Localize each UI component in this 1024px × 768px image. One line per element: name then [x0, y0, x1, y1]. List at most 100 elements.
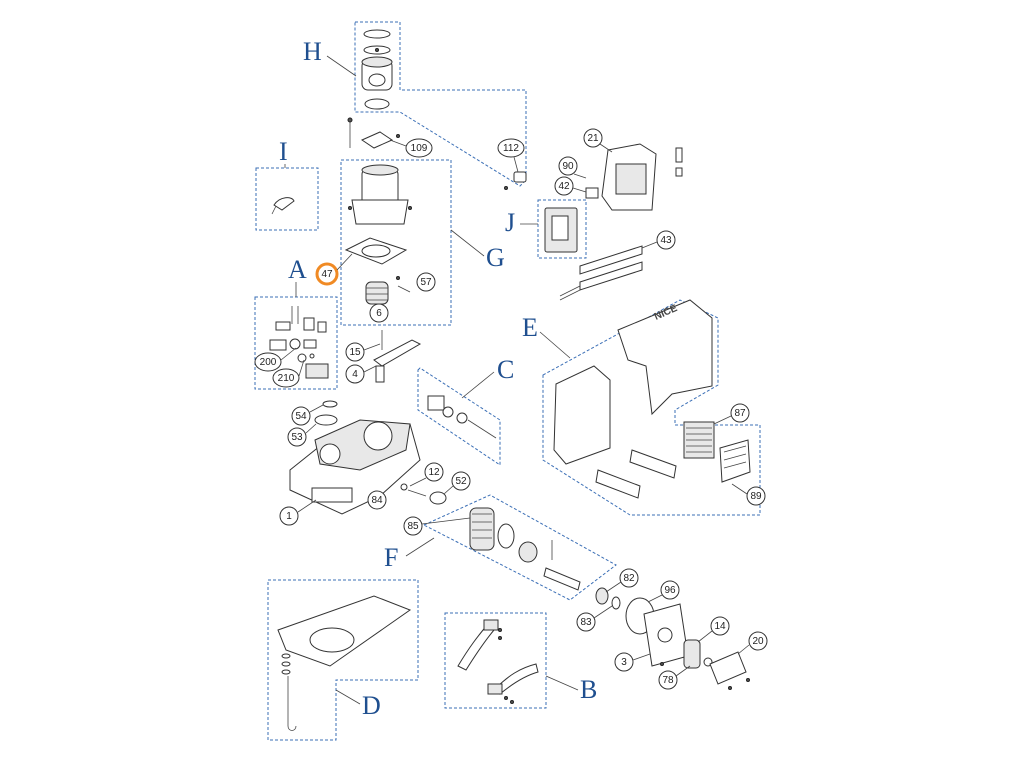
svg-text:85: 85	[407, 521, 419, 532]
svg-text:20: 20	[752, 636, 764, 647]
callout-20: 20	[737, 631, 768, 655]
release-mechanism-c	[427, 395, 497, 439]
svg-text:53: 53	[291, 432, 303, 443]
svg-text:15: 15	[349, 347, 361, 358]
svg-text:90: 90	[562, 161, 574, 172]
callout-90: 90	[558, 156, 578, 176]
group-label-d: D	[362, 691, 381, 720]
svg-text:14: 14	[714, 621, 726, 632]
svg-text:200: 200	[260, 357, 277, 368]
svg-text:83: 83	[580, 617, 592, 628]
group-label-h: H	[303, 37, 322, 66]
callout-3: 3	[614, 652, 651, 672]
group-b-outline	[444, 612, 547, 709]
callout-84: 84	[367, 490, 387, 510]
svg-text:3: 3	[621, 657, 627, 668]
callout-53: 53	[287, 423, 317, 447]
svg-text:78: 78	[662, 675, 674, 686]
gearbox-housing-1	[289, 419, 421, 515]
callout-109: 109	[389, 138, 433, 158]
control-board-j	[544, 207, 578, 253]
svg-text:82: 82	[623, 573, 635, 584]
group-b-leader	[545, 675, 579, 691]
group-c-outline	[417, 367, 501, 466]
svg-text:43: 43	[660, 235, 672, 246]
spring-6	[365, 281, 411, 305]
cover-20	[709, 651, 747, 685]
group-h-leader	[326, 55, 357, 77]
vent-87	[683, 421, 715, 459]
loose-screws	[396, 276, 750, 704]
svg-text:109: 109	[411, 143, 428, 154]
group-d-leader	[335, 689, 361, 705]
svg-text:4: 4	[352, 369, 358, 380]
svg-text:210: 210	[278, 373, 295, 384]
group-label-g: G	[486, 243, 505, 272]
callout-6: 6	[369, 303, 389, 323]
callout-43: 43	[641, 230, 676, 250]
callout-1: 1	[279, 499, 317, 526]
release-levers-b	[457, 619, 539, 695]
callout-15: 15	[345, 342, 381, 362]
group-i-outline	[255, 167, 319, 231]
svg-text:57: 57	[420, 277, 432, 288]
cover-e: NICE	[553, 299, 713, 499]
group-f-leader	[405, 537, 435, 557]
callout-85: 85	[403, 516, 471, 536]
bracket-112	[504, 171, 527, 190]
svg-text:42: 42	[558, 181, 570, 192]
callout-200: 200	[254, 347, 297, 372]
group-label-i: I	[279, 137, 288, 166]
seals-54-53	[314, 400, 338, 426]
svg-text:21: 21	[587, 133, 599, 144]
group-label-c: C	[497, 355, 514, 384]
callout-12: 12	[409, 462, 444, 487]
group-f-outline	[422, 494, 617, 601]
callout-42: 42	[554, 176, 587, 196]
group-e-leader	[539, 331, 571, 359]
svg-text:54: 54	[295, 411, 307, 422]
callout-47-highlighted[interactable]: 47	[315, 253, 353, 286]
group-i-part	[271, 197, 295, 215]
group-a-parts	[269, 306, 329, 379]
group-g-outline	[340, 159, 452, 326]
fuse-90-42	[573, 173, 599, 199]
svg-text:1: 1	[286, 511, 292, 522]
group-label-e: E	[522, 313, 538, 342]
group-label-a: A	[288, 255, 307, 284]
callout-54: 54	[291, 404, 324, 426]
callout-4: 4	[345, 364, 377, 384]
shaft-12-52	[400, 483, 447, 505]
callout-14: 14	[697, 616, 730, 643]
svg-text:52: 52	[455, 476, 467, 487]
callout-210: 210	[272, 359, 305, 388]
svg-text:84: 84	[371, 495, 383, 506]
gasket-47	[344, 237, 408, 265]
svg-text:112: 112	[503, 143, 519, 154]
motor-part	[348, 164, 412, 225]
group-j-outline	[537, 199, 587, 259]
callout-96: 96	[647, 580, 680, 603]
callout-82: 82	[605, 568, 639, 593]
callout-21: 21	[583, 128, 613, 153]
cable-43	[559, 245, 643, 301]
foundation-plate-d	[277, 595, 412, 731]
callout-83: 83	[576, 605, 613, 632]
bracket-109	[347, 117, 400, 149]
group-d-outline	[267, 579, 419, 741]
group-c-leader	[461, 371, 495, 399]
svg-text:89: 89	[750, 491, 762, 502]
callout-87: 87	[713, 403, 750, 425]
pinion-14	[683, 639, 713, 669]
callout-112: 112	[497, 138, 525, 173]
callout-89: 89	[731, 483, 766, 506]
callout-52: 52	[443, 471, 471, 495]
svg-text:96: 96	[664, 585, 676, 596]
plate-3	[643, 603, 689, 667]
group-label-j: J	[505, 208, 515, 237]
motor-board-21	[601, 143, 683, 211]
group-label-b: B	[580, 675, 597, 704]
gear-shaft-f	[469, 507, 581, 591]
callout-78: 78	[658, 665, 691, 690]
svg-text:47: 47	[321, 269, 333, 280]
